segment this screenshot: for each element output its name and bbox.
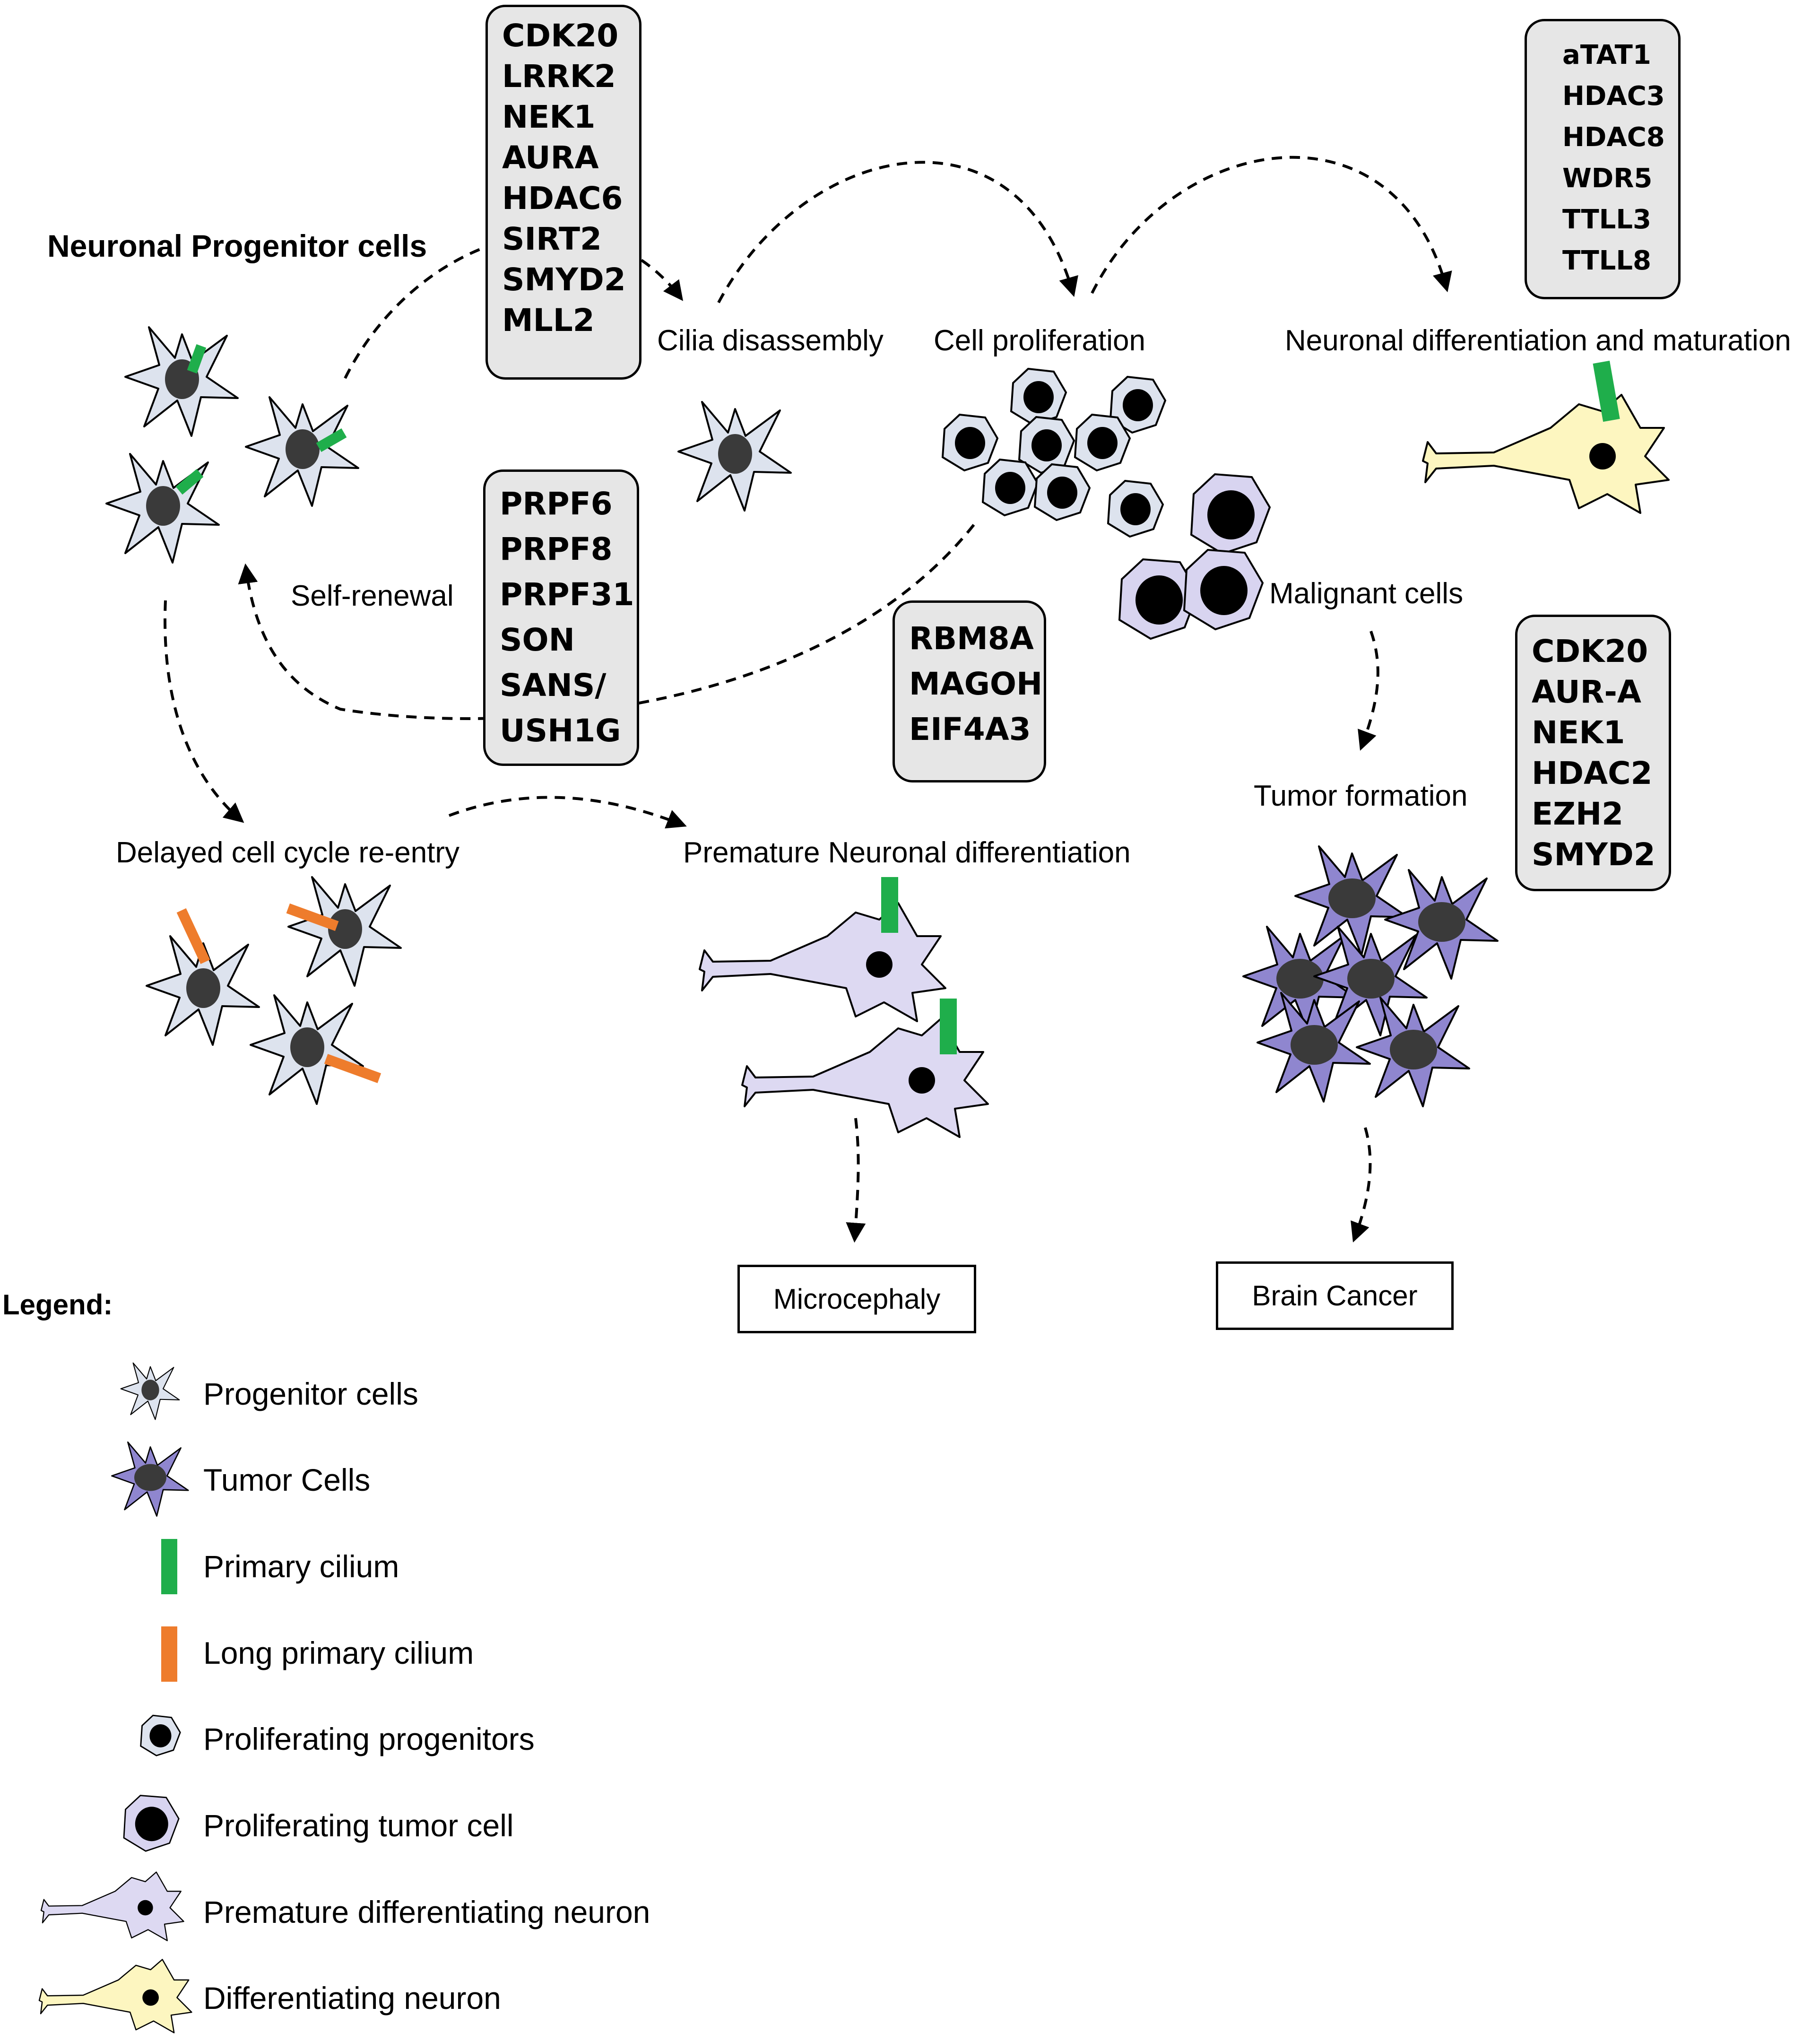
gene-box-ejc: RBM8A MAGOH EIF4A3 — [893, 600, 1046, 782]
legend-item: Tumor Cells — [203, 1462, 371, 1497]
gene: TTLL3 — [1562, 204, 1652, 235]
gene: NEK1 — [502, 99, 596, 135]
label-premature-differentiation: Premature Neuronal differentiation — [683, 836, 1131, 869]
label-delayed-reentry: Delayed cell cycle re-entry — [116, 836, 460, 869]
label-tumor-formation: Tumor formation — [1254, 780, 1468, 812]
gene: HDAC8 — [1562, 122, 1665, 153]
gene: CDK20 — [502, 17, 619, 54]
gene: PRPF31 — [500, 576, 634, 613]
page-title: Neuronal Progenitor cells — [47, 228, 427, 263]
legend-item: Proliferating tumor cell — [203, 1808, 514, 1843]
gene: HDAC3 — [1562, 81, 1665, 112]
differentiating-neuron — [1422, 360, 1670, 514]
gene: AURA — [502, 139, 599, 176]
legend-item: Premature differentiating neuron — [203, 1894, 650, 1929]
gene: TTLL8 — [1562, 245, 1652, 276]
cilia-disassembly-cell — [677, 401, 792, 512]
gene-box-cilia: CDK20 LRRK2 NEK1 AURA HDAC6 SIRT2 SMYD2 … — [485, 5, 641, 380]
gene: WDR5 — [1562, 163, 1653, 194]
gene-box-tumor: CDK20 AUR-A NEK1 HDAC2 EZH2 SMYD2 — [1515, 615, 1671, 891]
gene: EZH2 — [1532, 796, 1624, 832]
gene: HDAC6 — [502, 180, 623, 217]
legend-icons — [38, 1362, 192, 2033]
label-neuronal-differentiation: Neuronal differentiation and maturation — [1285, 324, 1791, 357]
gene: RBM8A — [909, 620, 1034, 657]
gene: MAGOH — [909, 666, 1043, 702]
progenitor-cluster — [105, 326, 359, 564]
proliferating-progenitors-cluster — [942, 368, 1166, 538]
label-self-renewal: Self-renewal — [291, 580, 454, 612]
gene: PRPF8 — [500, 531, 613, 567]
legend-item: Progenitor cells — [203, 1376, 418, 1411]
tumor-cluster — [1242, 845, 1499, 1107]
gene: LRRK2 — [502, 58, 616, 95]
gene: SMYD2 — [1532, 836, 1655, 873]
delayed-reentry-cells — [146, 876, 402, 1105]
outcome-brain-cancer: Brain Cancer — [1216, 1261, 1454, 1330]
gene-box-splicing: PRPF6 PRPF8 PRPF31 SON SANS/ USH1G — [483, 469, 639, 766]
label-malignant-cells: Malignant cells — [1269, 577, 1464, 610]
label-cilia-disassembly: Cilia disassembly — [657, 324, 884, 357]
gene: MLL2 — [502, 302, 595, 339]
gene: NEK1 — [1532, 714, 1625, 751]
gene: HDAC2 — [1532, 755, 1653, 791]
legend-item: Proliferating progenitors — [203, 1721, 535, 1756]
gene: aTAT1 — [1562, 40, 1651, 70]
label-cell-proliferation: Cell proliferation — [934, 324, 1145, 357]
legend-title: Legend: — [2, 1289, 113, 1321]
legend-item: Primary cilium — [203, 1549, 399, 1584]
gene: AUR-A — [1532, 674, 1641, 710]
legend-item: Differentiating neuron — [203, 1981, 501, 2016]
gene: SMYD2 — [502, 261, 626, 298]
gene: CDK20 — [1532, 633, 1648, 669]
gene: SON — [500, 622, 575, 658]
gene: USH1G — [500, 713, 621, 749]
premature-neurons — [699, 877, 989, 1138]
gene: SIRT2 — [502, 221, 602, 257]
gene: PRPF6 — [500, 486, 613, 522]
gene-box-maturation: aTAT1 HDAC3 HDAC8 WDR5 TTLL3 TTLL8 — [1525, 19, 1681, 299]
outcome-microcephaly: Microcephaly — [737, 1265, 976, 1333]
legend-item: Long primary cilium — [203, 1635, 474, 1670]
gene: SANS/ — [500, 667, 607, 704]
gene: EIF4A3 — [909, 711, 1031, 747]
